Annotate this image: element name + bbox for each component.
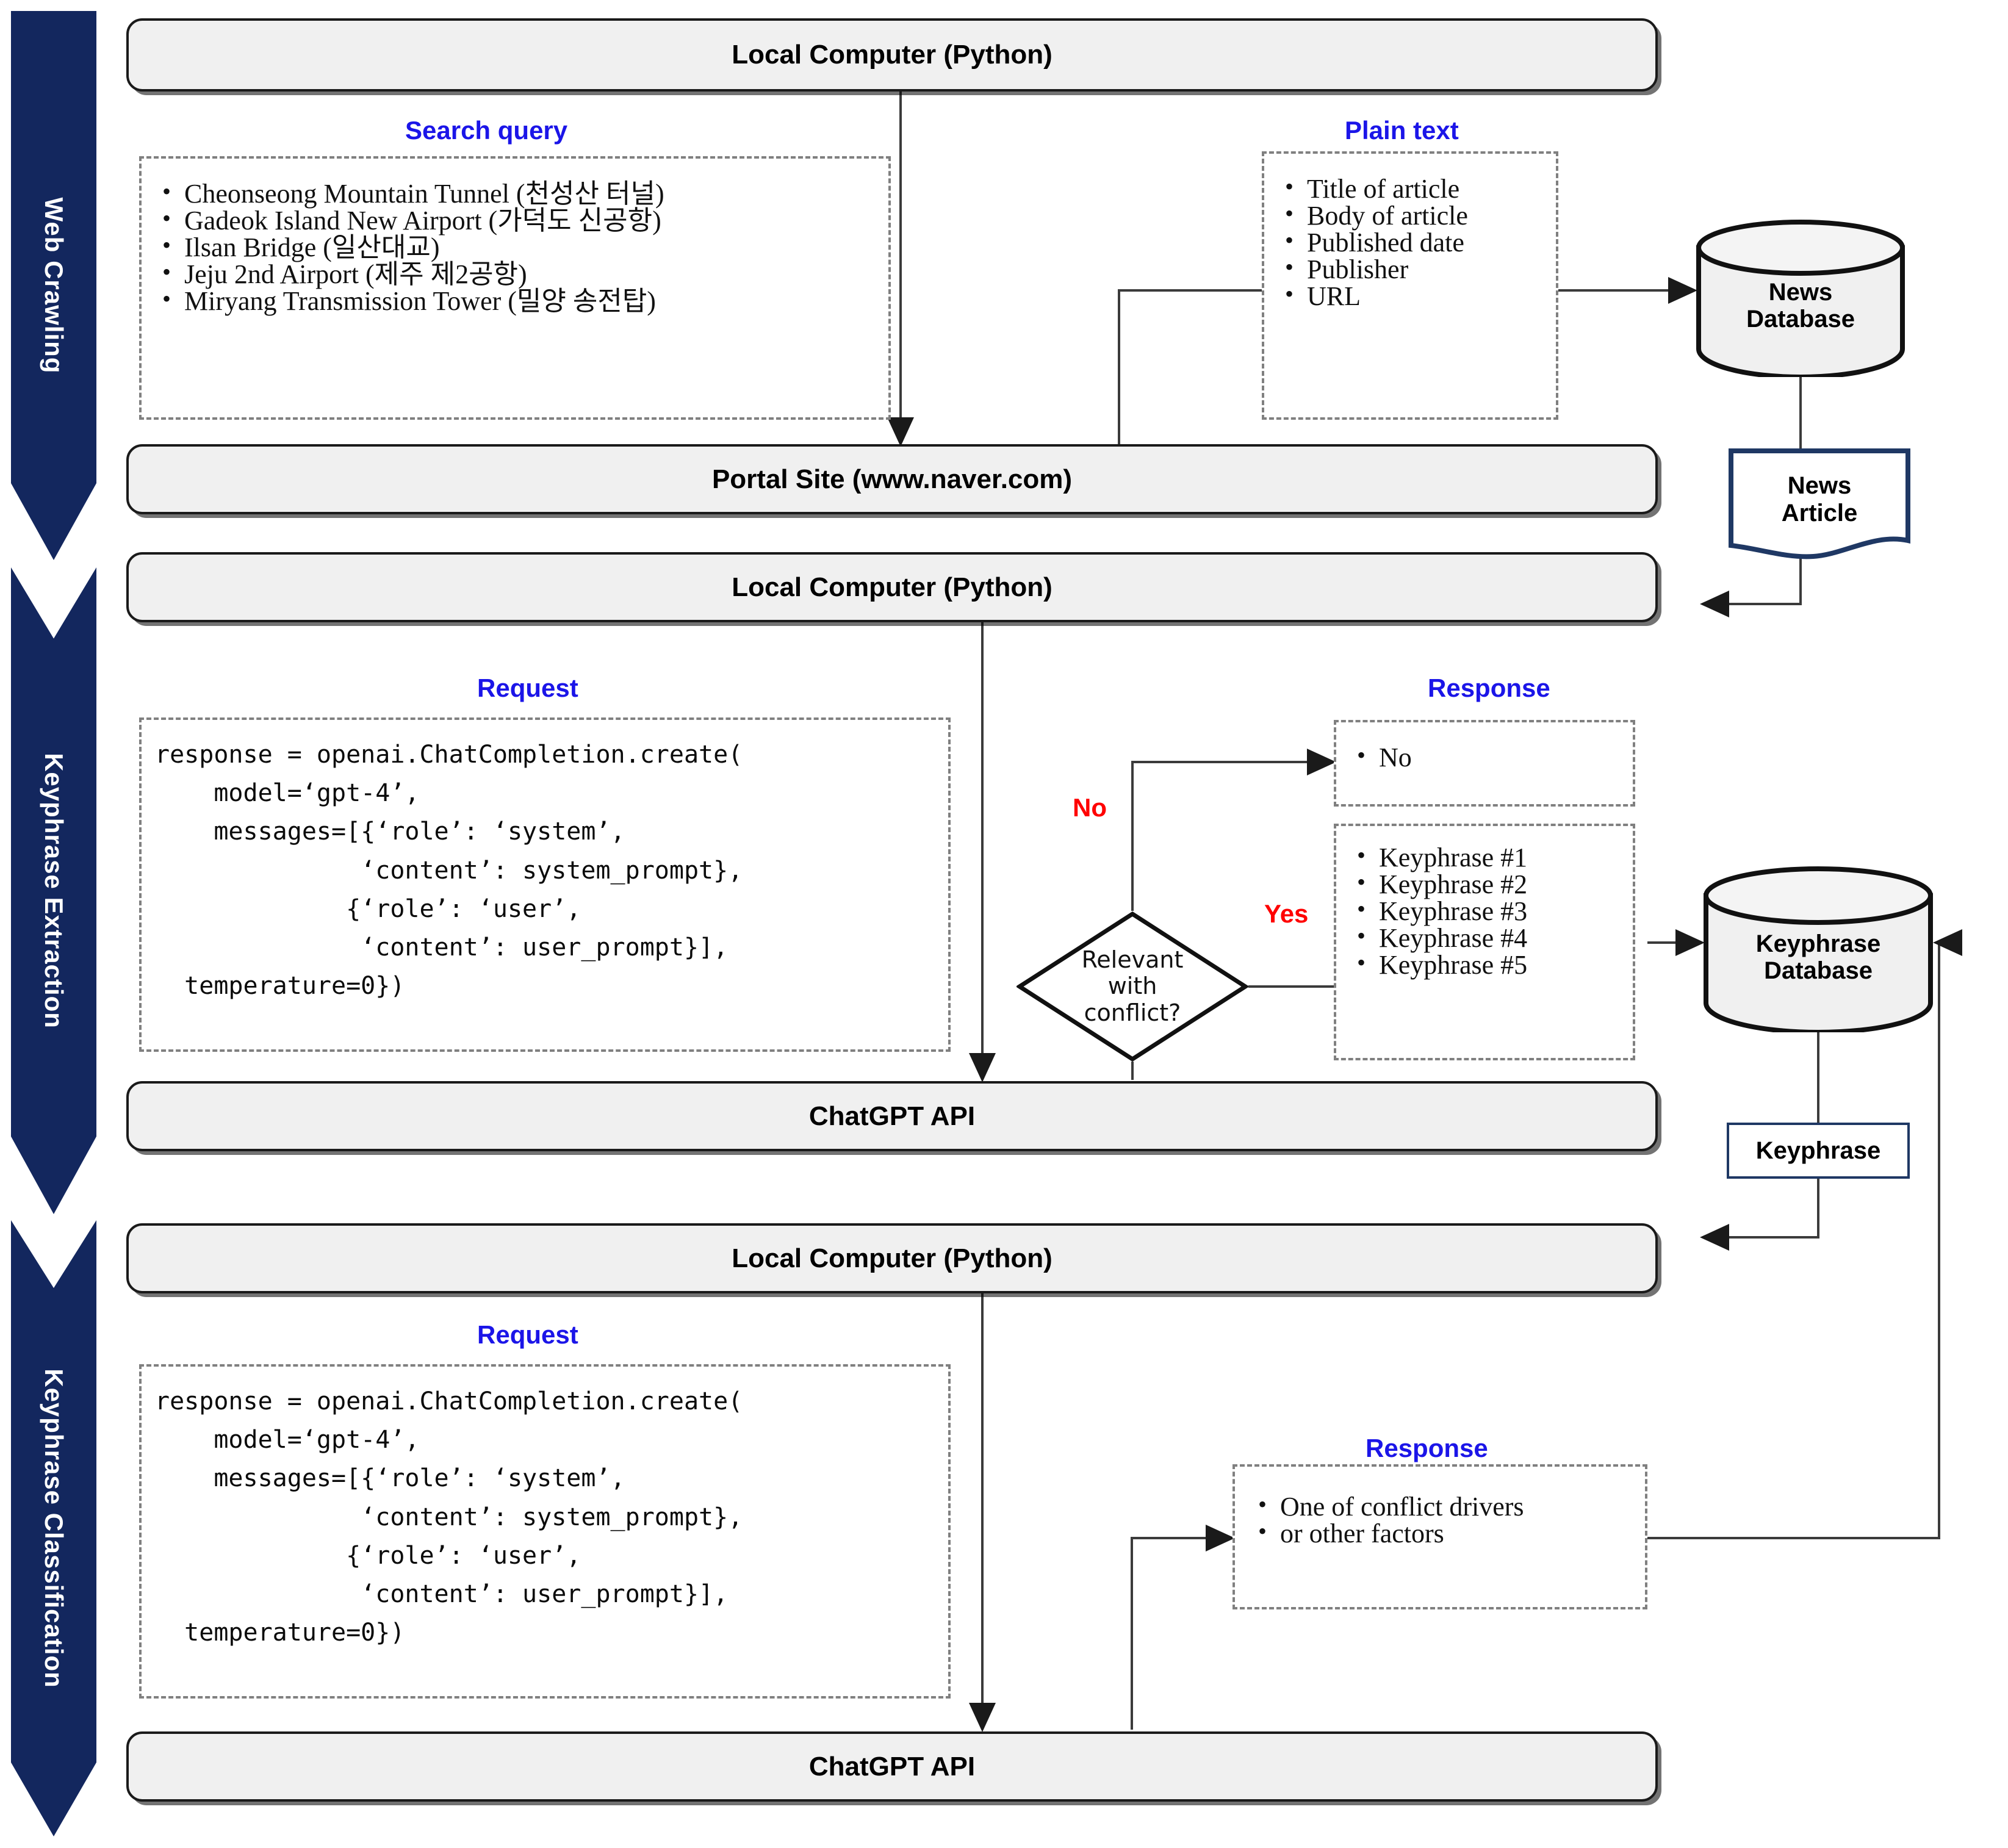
- classification-response-list: One of conflict drivers or other factors: [1235, 1467, 1645, 1547]
- panel-response-classification: One of conflict drivers or other factors: [1233, 1464, 1647, 1609]
- node-portal-site-label: Portal Site (www.naver.com): [711, 464, 1073, 494]
- list-item: Gadeok Island New Airport (가덕도 신공항): [157, 206, 888, 234]
- list-item: Published date: [1280, 228, 1556, 256]
- list-item: Miryang Transmission Tower (밀양 송전탑): [157, 287, 888, 315]
- artifact-keyphrase-label: Keyphrase: [1755, 1137, 1881, 1164]
- artifact-keyphrase[interactable]: Keyphrase: [1727, 1123, 1910, 1179]
- diamond-icon: [1017, 911, 1248, 1062]
- phase-band-keyphrase-extraction: Keyphrase Extraction: [11, 567, 96, 1214]
- keyphrase-list: Keyphrase #1 Keyphrase #2 Keyphrase #3 K…: [1336, 826, 1633, 979]
- phase-band-keyphrase-classification: Keyphrase Classification: [11, 1220, 96, 1836]
- phase-band-web-crawling: Web Crawling: [11, 11, 96, 560]
- search-query-list: Cheonseong Mountain Tunnel (천성산 터널) Gade…: [142, 159, 888, 315]
- artifact-news-article[interactable]: News Article: [1728, 448, 1911, 564]
- list-item: URL: [1280, 282, 1556, 310]
- node-chatgpt-api-1-label: ChatGPT API: [808, 1101, 976, 1131]
- database-cylinder-icon: [1696, 220, 1905, 377]
- caption-response-1: Response: [1428, 674, 1550, 702]
- list-item: Keyphrase #2: [1352, 870, 1633, 898]
- caption-search-query: Search query: [405, 116, 568, 145]
- node-local-computer-1-label: Local Computer (Python): [732, 40, 1053, 70]
- caption-response-2: Response: [1366, 1434, 1488, 1462]
- list-item: or other factors: [1253, 1519, 1645, 1547]
- document-icon: [1729, 448, 1910, 559]
- list-item: Keyphrase #3: [1352, 897, 1633, 925]
- plain-text-list: Title of article Body of article Publish…: [1264, 154, 1556, 310]
- panel-search-query: Cheonseong Mountain Tunnel (천성산 터널) Gade…: [139, 156, 891, 420]
- decision-relevant-with-conflict[interactable]: Relevant with conflict?: [1017, 911, 1248, 1062]
- panel-request-code-2: response = openai.ChatCompletion.create(…: [139, 1364, 951, 1699]
- list-item: Ilsan Bridge (일산대교): [157, 233, 888, 261]
- list-item: Publisher: [1280, 255, 1556, 283]
- decision-branch-no-label: No: [1073, 793, 1107, 822]
- panel-response-no: No: [1334, 720, 1635, 807]
- phase-label-keyphrase-extraction: Keyphrase Extraction: [40, 753, 68, 1029]
- list-item: Keyphrase #1: [1352, 843, 1633, 871]
- panel-response-keyphrases: Keyphrase #1 Keyphrase #2 Keyphrase #3 K…: [1334, 824, 1635, 1060]
- node-keyphrase-database[interactable]: Keyphrase Database: [1702, 866, 1934, 1032]
- list-item: Jeju 2nd Airport (제주 제2공항): [157, 260, 888, 288]
- node-chatgpt-api-1[interactable]: ChatGPT API: [126, 1081, 1658, 1151]
- decision-label: Relevant with conflict?: [1081, 946, 1184, 1026]
- response-no-list: No: [1336, 722, 1633, 771]
- artifact-news-article-label: News Article: [1781, 472, 1858, 527]
- node-portal-site[interactable]: Portal Site (www.naver.com): [126, 444, 1658, 514]
- decision-branch-yes-label: Yes: [1264, 899, 1309, 928]
- caption-request-2: Request: [477, 1320, 578, 1349]
- list-item: Keyphrase #5: [1352, 951, 1633, 979]
- panel-plain-text: Title of article Body of article Publish…: [1262, 151, 1558, 420]
- panel-request-code-1: response = openai.ChatCompletion.create(…: [139, 717, 951, 1052]
- phase-label-web-crawling: Web Crawling: [40, 197, 68, 374]
- list-item: Keyphrase #4: [1352, 924, 1633, 952]
- node-keyphrase-database-label: Keyphrase Database: [1755, 930, 1881, 984]
- node-chatgpt-api-2[interactable]: ChatGPT API: [126, 1731, 1658, 1802]
- phase-label-keyphrase-classification: Keyphrase Classification: [40, 1368, 68, 1688]
- list-item: One of conflict drivers: [1253, 1492, 1645, 1520]
- node-local-computer-1[interactable]: Local Computer (Python): [126, 18, 1658, 92]
- node-local-computer-3-label: Local Computer (Python): [732, 1243, 1053, 1273]
- node-news-database[interactable]: News Database: [1695, 220, 1906, 377]
- list-item: Body of article: [1280, 201, 1556, 229]
- node-news-database-label: News Database: [1746, 279, 1855, 333]
- list-item: No: [1352, 743, 1633, 771]
- node-local-computer-2[interactable]: Local Computer (Python): [126, 552, 1658, 622]
- node-chatgpt-api-2-label: ChatGPT API: [808, 1751, 976, 1781]
- node-local-computer-2-label: Local Computer (Python): [732, 572, 1053, 602]
- caption-plain-text: Plain text: [1345, 116, 1459, 145]
- node-local-computer-3[interactable]: Local Computer (Python): [126, 1223, 1658, 1293]
- list-item: Cheonseong Mountain Tunnel (천성산 터널): [157, 179, 888, 207]
- list-item: Title of article: [1280, 174, 1556, 203]
- caption-request-1: Request: [477, 674, 578, 702]
